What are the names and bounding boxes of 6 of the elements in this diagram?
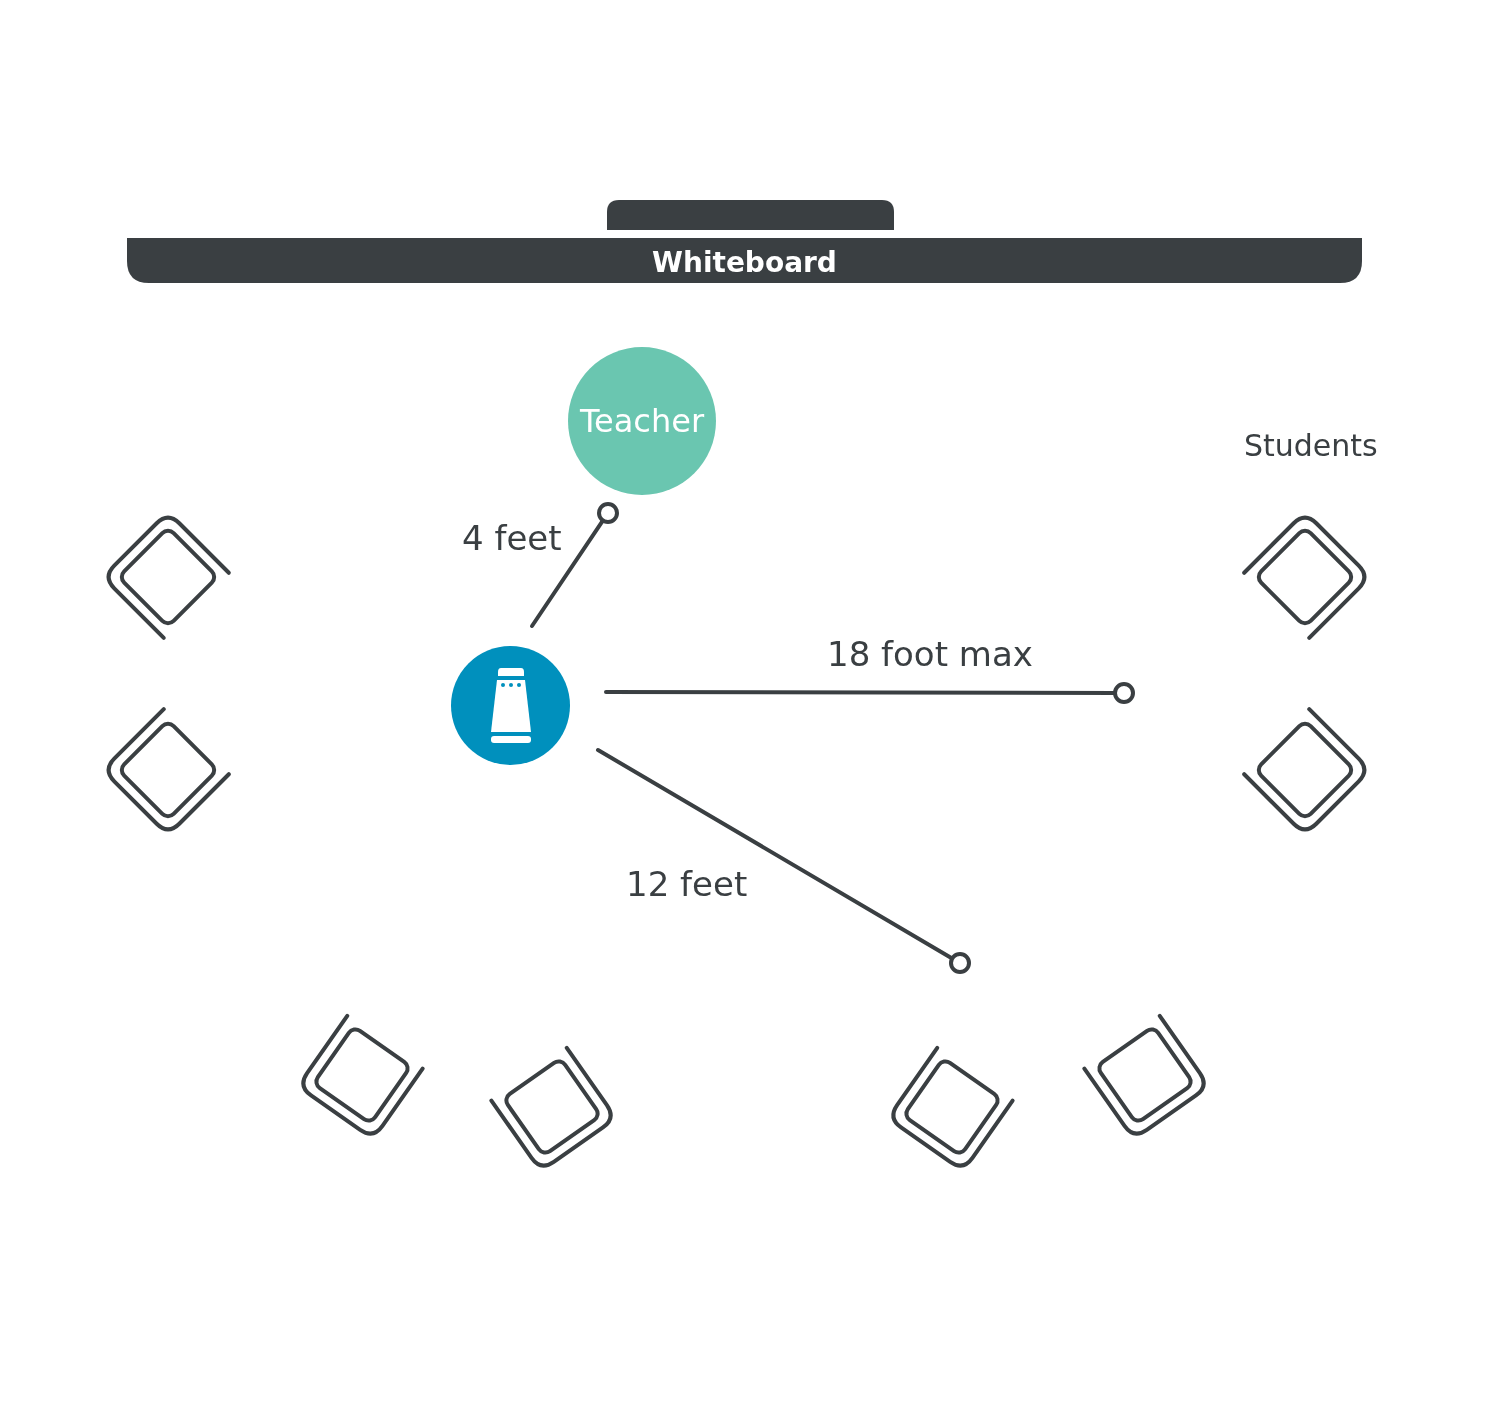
measure-label: 4 feet (462, 518, 562, 558)
measure-label: 12 feet (626, 864, 748, 904)
group-label: Students (1244, 428, 1378, 463)
node-label: Whiteboard (652, 246, 837, 279)
node-label: Teacher (579, 402, 705, 440)
measure-label: 18 foot max (827, 634, 1033, 674)
